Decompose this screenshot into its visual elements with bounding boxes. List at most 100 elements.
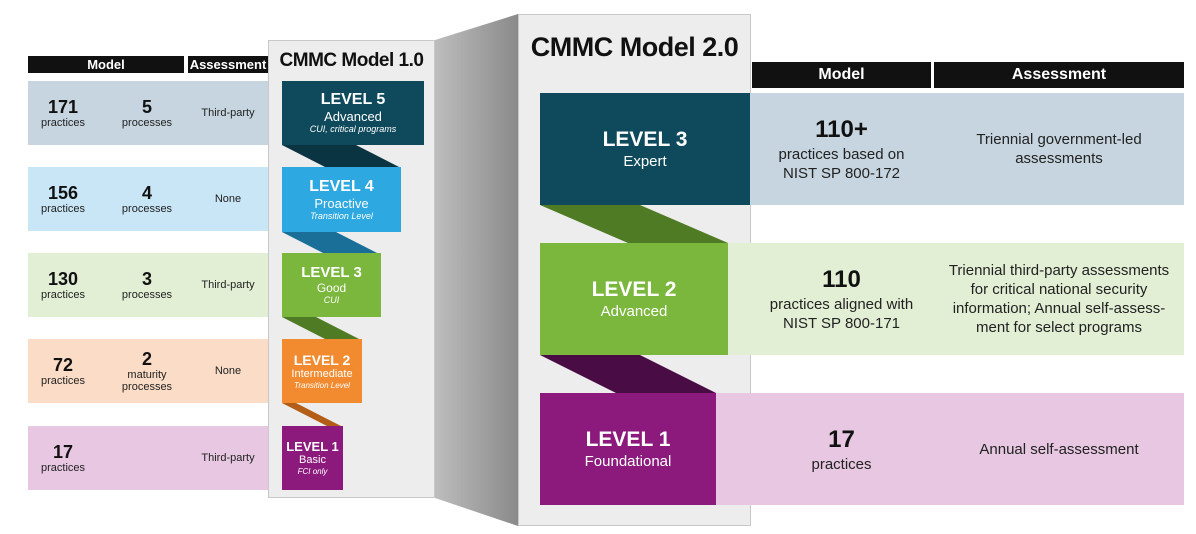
v2-model-cell: 110+ practices based on NIST SP 800-172 <box>752 93 931 205</box>
v1-level-box: LEVEL 5 Advanced CUI, critical programs <box>282 81 424 145</box>
v1-practices-unit: practices <box>40 289 86 301</box>
v1-assessment-text: Third-party <box>201 452 255 464</box>
v1-assessment-cell: None <box>188 167 268 231</box>
v2-assessment-text: Triennial third-party assessments for cr… <box>948 262 1170 336</box>
v2-assessment-cell: Triennial third-party assessments for cr… <box>934 243 1184 355</box>
v1-practices-unit: practices <box>40 462 86 474</box>
v1-level-title: LEVEL 1 <box>286 439 339 454</box>
v1-level-box: LEVEL 3 Good CUI <box>282 253 381 317</box>
v1-processes-cell: 3 processes <box>108 253 186 317</box>
v2-practices-text: practices aligned with NIST SP 800-171 <box>769 296 914 332</box>
v1-row: 156 practices 4 processes None <box>28 167 268 231</box>
v1-level-desc: Transition Level <box>294 380 350 390</box>
v1-practices-cell: 17 practices <box>28 426 98 490</box>
v1-ribbon-2-1 <box>282 403 341 426</box>
v1-level-box: LEVEL 4 Proactive Transition Level <box>282 167 401 232</box>
v1-row: 17 practices Third-party <box>28 426 268 490</box>
v2-row: 17 practices Annual self-assessment <box>716 393 1184 505</box>
v1-assessment-text: None <box>214 193 242 205</box>
v2-level-title: LEVEL 1 <box>585 427 671 451</box>
v2-row: 110 practices aligned with NIST SP 800-1… <box>716 243 1184 355</box>
v1-processes-unit: processes <box>121 289 173 301</box>
v1-level-name: Proactive <box>314 195 369 211</box>
v1-assessment-cell: Third-party <box>188 81 268 145</box>
cmmc-v2-title: CMMC Model 2.0 <box>530 32 739 62</box>
v2-model-cell: 110 practices aligned with NIST SP 800-1… <box>752 243 931 355</box>
v1-practices-num: 171 <box>47 97 79 117</box>
v1-processes-unit: processes <box>121 203 173 215</box>
v1-level-name: Advanced <box>324 109 382 124</box>
v1-practices-cell: 156 practices <box>28 167 98 231</box>
v1-practices-cell: 171 practices <box>28 81 98 145</box>
v1-assessment-text: None <box>214 365 242 377</box>
v1-practices-unit: practices <box>40 203 86 215</box>
v2-assessment-header: Assessment <box>934 62 1184 88</box>
v2-model-cell: 17 practices <box>752 393 931 505</box>
v2-practices-text: practices <box>811 455 872 473</box>
v2-assessment-cell: Annual self-assessment <box>934 393 1184 505</box>
v2-practices-num: 17 <box>828 425 855 453</box>
v1-row: 171 practices 5 processes Third-party <box>28 81 268 145</box>
v1-assessment-cell: Third-party <box>188 426 268 490</box>
v1-level-desc: CUI, critical programs <box>309 124 397 134</box>
v1-processes-num: 5 <box>141 97 152 117</box>
v1-model-header: Model <box>28 56 184 73</box>
v1-assessment-text: Third-party <box>201 279 255 291</box>
v1-processes-cell: 2 maturity processes <box>108 339 186 403</box>
v1-level-title: LEVEL 3 <box>301 264 362 281</box>
v2-level-box: LEVEL 2 Advanced <box>540 243 728 355</box>
v1-level-desc: CUI <box>323 295 340 305</box>
v2-level-title: LEVEL 2 <box>591 277 677 301</box>
v1-ribbon-5-4 <box>282 145 401 168</box>
v2-assessment-cell: Triennial government-led assessments <box>934 93 1184 205</box>
v2-ribbon-2-1 <box>540 355 716 393</box>
v1-ribbon-3-2 <box>282 317 361 340</box>
v1-processes-num: 2 <box>141 349 152 369</box>
v1-assessment-text: Third-party <box>201 107 255 119</box>
v1-practices-num: 130 <box>47 269 79 289</box>
v1-processes-cell: 5 processes <box>108 81 186 145</box>
v1-practices-cell: 130 practices <box>28 253 98 317</box>
v2-row: 110+ practices based on NIST SP 800-172 … <box>716 93 1184 205</box>
v2-level-title: LEVEL 3 <box>602 127 688 151</box>
v1-level-name: Basic <box>299 454 326 466</box>
v1-practices-num: 17 <box>52 442 74 462</box>
v2-level-name: Foundational <box>584 452 672 470</box>
v1-practices-unit: practices <box>40 117 86 129</box>
v2-model-header: Model <box>752 62 931 88</box>
v1-level-box: LEVEL 1 Basic FCI only <box>282 426 343 490</box>
v1-row: 130 practices 3 processes Third-party <box>28 253 268 317</box>
v1-level-box: LEVEL 2 Intermediate Transition Level <box>282 339 362 403</box>
v1-row: 72 practices 2 maturity processes None <box>28 339 268 403</box>
v2-level-name: Advanced <box>600 302 668 320</box>
v1-processes-num: 4 <box>141 183 152 203</box>
v2-level-box: LEVEL 3 Expert <box>540 93 750 205</box>
v1-level-name: Good <box>316 281 347 295</box>
v2-level-name: Expert <box>623 152 667 170</box>
v1-assessment-cell: Third-party <box>188 253 268 317</box>
v1-processes-cell: 4 processes <box>108 167 186 231</box>
v1-level-name: Intermediate <box>291 367 353 380</box>
v1-assessment-header: Assessment <box>188 56 268 73</box>
v2-practices-num: 110+ <box>815 116 868 143</box>
v2-level-box: LEVEL 1 Foundational <box>540 393 716 505</box>
v1-level-title: LEVEL 5 <box>320 91 386 108</box>
v1-assessment-cell: None <box>188 339 268 403</box>
v2-assessment-text: Triennial government-led assessments <box>976 131 1142 167</box>
v1-level-title: LEVEL 4 <box>309 177 374 195</box>
v1-level-desc: FCI only <box>297 467 328 476</box>
v1-practices-cell: 72 practices <box>28 339 98 403</box>
v1-processes-unit: maturity processes <box>121 369 173 393</box>
v1-processes-num: 3 <box>141 269 152 289</box>
v2-assessment-text: Annual self-assessment <box>979 440 1139 458</box>
v1-practices-num: 156 <box>47 183 79 203</box>
v1-processes-unit: processes <box>121 117 173 129</box>
v1-ribbon-4-3 <box>282 232 381 255</box>
v1-practices-unit: practices <box>40 375 86 387</box>
v1-practices-num: 72 <box>52 355 74 375</box>
v1-level-desc: Transition Level <box>310 210 373 221</box>
v1-level-title: LEVEL 2 <box>293 351 351 368</box>
v2-practices-num: 110 <box>822 266 861 293</box>
